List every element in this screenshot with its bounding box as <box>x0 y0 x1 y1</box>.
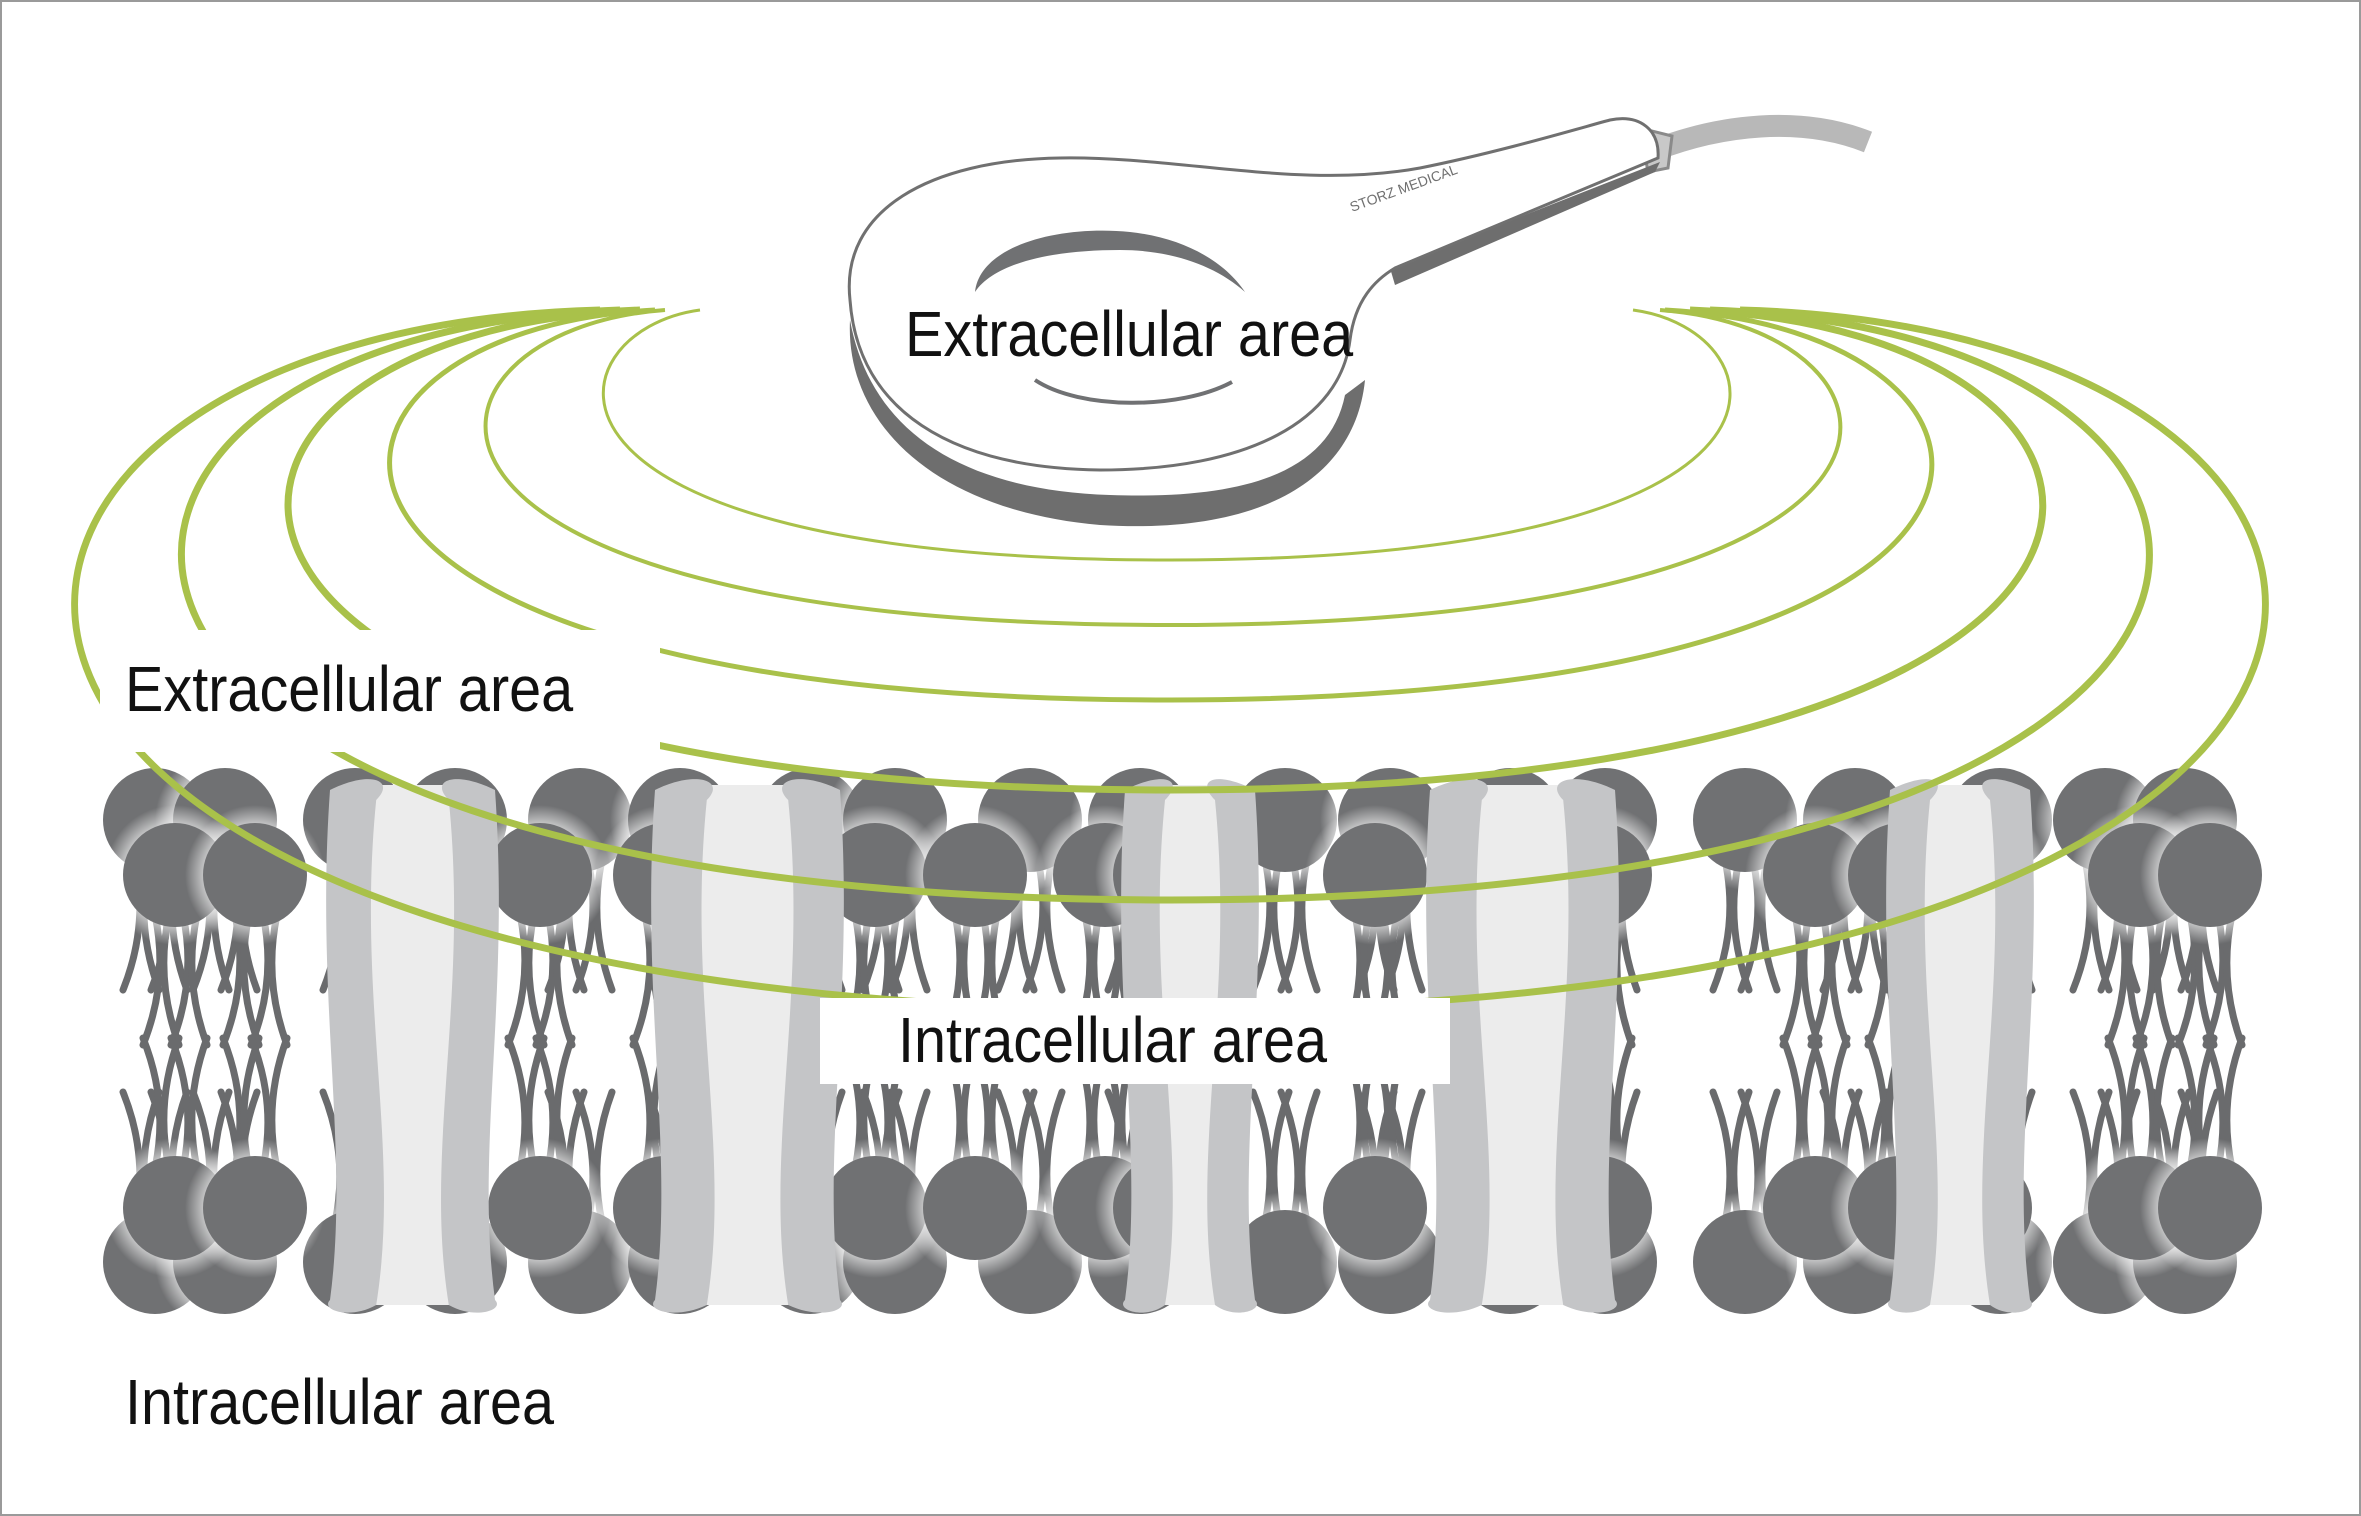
protein-channel <box>1886 779 2034 1313</box>
shock-wave-arc <box>601 308 1732 562</box>
label-backing-extracellular <box>100 630 660 752</box>
applicator-inner-ring-bottom <box>1033 378 1233 405</box>
protein-channel <box>326 779 499 1313</box>
shock-wave-applicator: STORZ MEDICAL <box>847 114 1873 527</box>
applicator-shadow <box>849 320 1365 527</box>
phospholipid <box>185 1034 325 1278</box>
phospholipid <box>905 1034 1045 1278</box>
phospholipid <box>2140 805 2280 1049</box>
lipid-head <box>923 823 1027 927</box>
lipid-head <box>823 823 927 927</box>
label-backing-intracellular-middle <box>820 998 1450 1084</box>
applicator-body <box>847 117 1660 472</box>
lipid-head <box>203 1156 307 1260</box>
phospholipid <box>905 805 1045 1049</box>
lipid-head <box>2158 1156 2262 1260</box>
channel-wall-right <box>780 779 844 1313</box>
phospholipid <box>805 1034 945 1278</box>
lipid-head <box>2158 823 2262 927</box>
shock-wave-arc <box>284 306 2046 794</box>
channel-wall-right <box>441 779 499 1313</box>
channel-wall-right <box>1982 779 2034 1313</box>
intracellular-area-label-middle: Intracellular area <box>898 1004 1328 1076</box>
shock-wave-arc <box>387 307 1935 703</box>
lipid-head <box>488 1156 592 1260</box>
lipid-head <box>923 1156 1027 1260</box>
extracellular-area-label: Extracellular area <box>125 653 574 725</box>
device-area-label: Extracellular area <box>905 298 1354 370</box>
intracellular-area-label: Intracellular area <box>125 1366 555 1438</box>
channel-wall-left <box>1426 779 1490 1313</box>
phospholipid <box>185 805 325 1049</box>
lipid-head <box>203 823 307 927</box>
phospholipid <box>2140 1034 2280 1278</box>
lipid-head <box>823 1156 927 1260</box>
protein-channel <box>651 779 844 1313</box>
shock-wave-arc <box>483 308 1843 628</box>
applicator-inner-ring-top <box>975 230 1245 292</box>
lipid-head <box>488 823 592 927</box>
channel-wall-left <box>1886 779 1938 1313</box>
protein-channel <box>1426 779 1619 1313</box>
shock-wave-arcs <box>387 307 1935 703</box>
lipid-head <box>1323 1156 1427 1260</box>
applicator-handle-shadow <box>1390 162 1660 285</box>
lipid-head <box>1323 823 1427 927</box>
channel-wall-right <box>1555 779 1619 1313</box>
shock-wave-arc <box>178 306 2153 904</box>
phospholipid <box>470 1034 610 1278</box>
applicator-cable <box>1651 114 1873 161</box>
lipid-head <box>1233 768 1337 872</box>
channel-wall-left <box>326 779 384 1313</box>
channel-wall-left <box>651 779 715 1313</box>
